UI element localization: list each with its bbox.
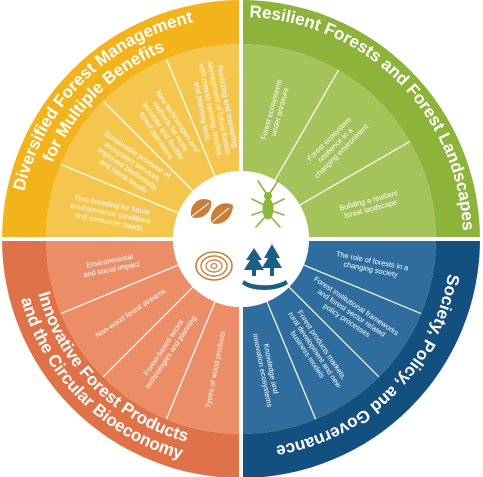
tree-rings-icon [195,251,233,281]
segment-divider-top-left-1 [60,163,179,214]
segment-divider-top-right-1 [274,69,340,181]
segment-divider-bottom-left-1 [165,301,216,420]
center-circle [173,171,309,307]
segment-divider-top-left-3 [165,58,216,177]
segment-divider-bottom-right-1 [303,264,422,315]
quadrant-top-left-outer [2,0,241,239]
leaves-icon [190,198,233,224]
quadrant-bottom-left-outer [2,239,241,477]
segment-divider-top-right-2 [299,140,411,206]
trees-and-hand-icon [242,244,288,290]
quadrant-top-right-inner [241,44,436,239]
segment-divider-bottom-left-3 [60,264,179,315]
quadrant-bottom-right-outer [241,239,480,477]
quadrant-top-right-outer [241,0,480,239]
segment-divider-bottom-right-3 [266,301,317,420]
segment-divider-bottom-right-2 [288,286,380,378]
segment-divider-bottom-left-2 [102,286,194,378]
segment-divider-top-left-2 [102,100,194,192]
insect-icon [251,180,285,228]
